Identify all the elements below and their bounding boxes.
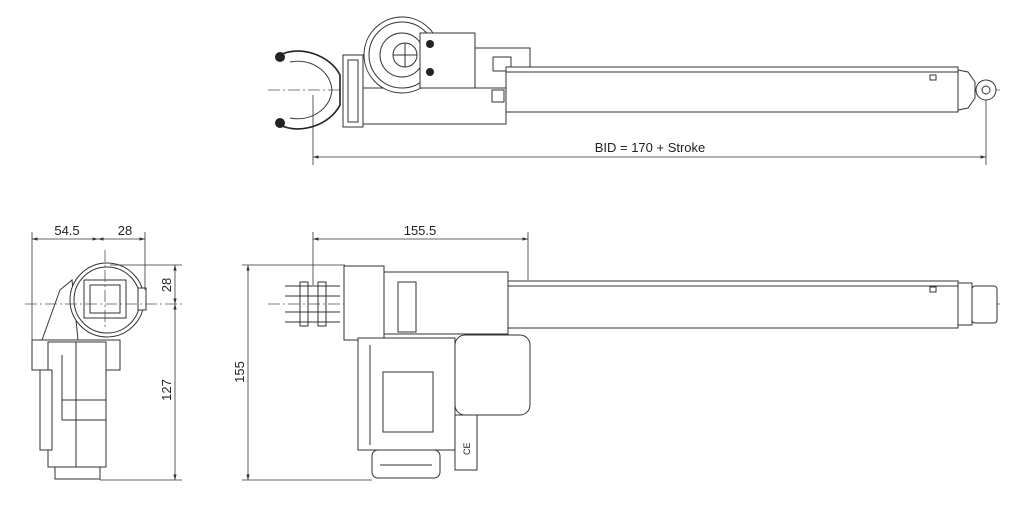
fork-clevis — [275, 50, 364, 130]
fork-pins — [285, 281, 340, 327]
gear-housing — [362, 16, 531, 125]
dim-28-offset: 28 — [159, 278, 174, 292]
actuator-tube — [505, 66, 997, 113]
rod-eye — [975, 79, 997, 101]
dim-155: 155 — [232, 361, 247, 383]
dim-54-5: 54.5 — [54, 223, 79, 238]
top-view: BID = 170 + Stroke — [268, 16, 1002, 165]
length-dimension: BID = 170 + Stroke — [312, 95, 987, 165]
length-label: BID = 170 + Stroke — [595, 140, 706, 155]
dim-127: 127 — [159, 379, 174, 401]
ce-mark: CE — [462, 442, 472, 455]
actuator-tube-front — [507, 280, 998, 329]
dim-28-width: 28 — [118, 223, 132, 238]
dim-155-5: 155.5 — [404, 223, 437, 238]
side-view: 54.5 28 28 127 — [25, 223, 185, 481]
front-view: CE 155.5 155 — [232, 223, 1002, 481]
